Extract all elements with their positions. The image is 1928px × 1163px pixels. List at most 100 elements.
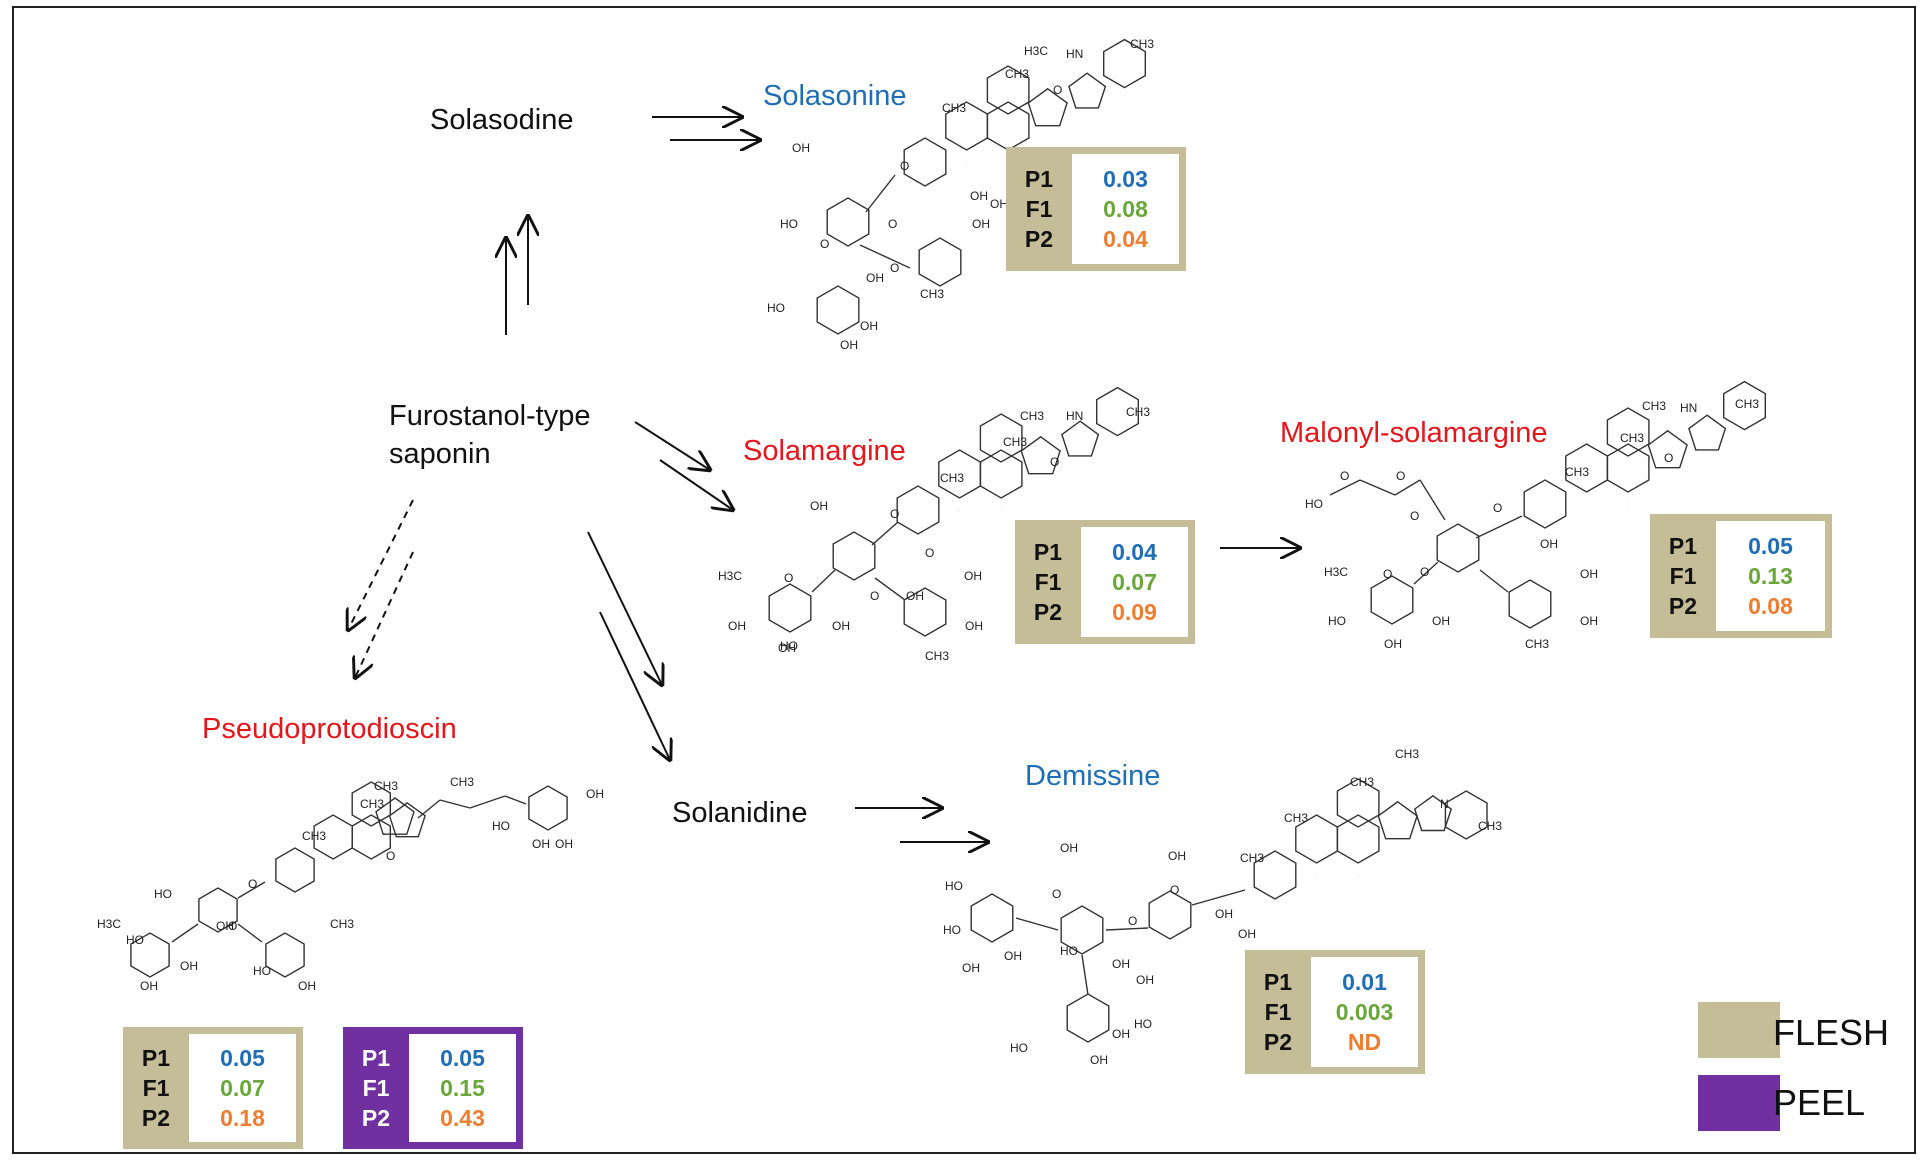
row-key-f1: F1 (1025, 196, 1053, 222)
compound-solasonine-title: Solasonine (763, 80, 907, 112)
structure-atom-label: O (228, 919, 237, 933)
row-key-p1: P1 (1033, 539, 1063, 565)
structure-atom-label: O (890, 507, 899, 521)
value-p2: 0.04 (1103, 226, 1148, 252)
arrow-furostanol-solamargine-2 (659, 459, 733, 510)
structure-atom-label: OH (1580, 614, 1598, 628)
structure-atom-label: O (925, 546, 934, 560)
structure-bond (439, 799, 471, 809)
structure-atom-label: OH (1060, 841, 1078, 855)
structure-atom-label: OH (586, 787, 604, 801)
structure-ring (1377, 800, 1418, 840)
value-p1: 0.05 (220, 1045, 265, 1071)
structure-atom-label: CH3 (1005, 67, 1029, 81)
structure-ring (1253, 850, 1297, 900)
structure-atom-label: CH3 (1130, 37, 1154, 51)
value-p2: ND (1347, 1029, 1382, 1055)
node-solasodine: Solasodine (430, 104, 574, 136)
structure-atom-label: CH3 (1620, 431, 1644, 445)
structure-atom-label: O (1128, 914, 1137, 928)
structure-ring (1413, 794, 1453, 832)
structure-atom-label: CH3 (940, 471, 964, 485)
structure-atom-label: OH (180, 959, 198, 973)
structure-bond (1479, 569, 1509, 593)
structure-atom-label: CH3 (1525, 637, 1549, 651)
structure-ring (351, 781, 391, 827)
structure-bond (1015, 917, 1059, 931)
structure-atom-label: O (1340, 469, 1349, 483)
structure-atom-label: OH (1136, 973, 1154, 987)
legend-flesh-swatch (1698, 1002, 1780, 1058)
structure-ring (1068, 72, 1107, 109)
legend-flesh-label: FLESH (1773, 1012, 1890, 1053)
structure-bond (1081, 954, 1089, 996)
structure-atom-label: CH3 (1350, 775, 1374, 789)
structure-atom-label: HN (1066, 47, 1083, 61)
structure-atom-label: O (1396, 469, 1405, 483)
structure-atom-label: H3C (1024, 44, 1048, 58)
compound-solamargine-title: Solamargine (743, 435, 906, 467)
dashed-arrow-furostanol-pseudo-2 (355, 551, 414, 678)
arrow-furostanol-solamargine-1 (634, 421, 710, 470)
structure-bond (1359, 479, 1396, 496)
structure-atom-label: CH3 (1020, 409, 1044, 423)
structure-ring (1148, 890, 1192, 940)
structure-bond (1191, 889, 1246, 906)
structure-atom-label: O (1420, 565, 1429, 579)
structure-atom-label: HO (1134, 1017, 1152, 1031)
structure-atom-label: OH (792, 141, 810, 155)
structure-atom-label: OH (298, 979, 316, 993)
structure-atom-label: CH3 (1565, 465, 1589, 479)
value-f1: 0.13 (1748, 563, 1793, 589)
structure-ring (816, 285, 860, 335)
row-key-f1: F1 (142, 1075, 170, 1101)
structure-atom-label: OH (860, 319, 878, 333)
row-key-p2: P2 (1668, 593, 1698, 619)
structure-ring (388, 802, 426, 838)
structure-atom-label: OH (1112, 1027, 1130, 1041)
structure-atom-label: CH3 (920, 287, 944, 301)
value-p1: 0.01 (1342, 969, 1387, 995)
row-key-p2: P2 (361, 1105, 391, 1131)
structure-ring (1336, 778, 1380, 828)
structure-atom-label: CH3 (450, 775, 474, 789)
structure-bond (874, 577, 906, 601)
structure-ring (351, 814, 391, 860)
row-key-p1: P1 (1024, 166, 1054, 192)
structure-atom-label: H3C (97, 917, 121, 931)
structure-bond (1105, 927, 1149, 931)
structure-bond (811, 569, 836, 593)
structure-atom-label: OH (1004, 949, 1022, 963)
row-key-p1: P1 (1668, 533, 1698, 559)
structure-atom-label: CH3 (1395, 747, 1419, 761)
structure-ring (979, 413, 1023, 463)
structure-ring (1336, 814, 1380, 864)
arrow-furostanol-solanidine-1 (587, 531, 662, 685)
structure-atom-label: OH (1432, 614, 1450, 628)
structure-atom-label: OH (962, 961, 980, 975)
structure-atom-label: OH (140, 979, 158, 993)
structure-ring (1095, 386, 1140, 437)
structure-ring (918, 237, 962, 287)
value-box-demissine: P1 F1 P2 0.01 0.003 ND (1245, 950, 1425, 1074)
structure-bond (871, 521, 899, 546)
structure-ring (528, 785, 568, 831)
structure-atom-label: HO (126, 933, 144, 947)
structure-atom-label: HO (492, 819, 510, 833)
structure-ring (130, 932, 170, 978)
compound-malonyl-title: Malonyl-solamargine (1280, 417, 1548, 449)
structure-bond (1419, 479, 1446, 521)
node-furostanol-line1: Furostanol-type (389, 400, 591, 432)
value-p2: 0.43 (440, 1105, 485, 1131)
compound-pseudo-title: Pseudoprotodioscin (202, 713, 457, 745)
row-key-f1: F1 (1264, 999, 1292, 1025)
structure-atom-label: HO (943, 923, 961, 937)
structure-ring (1061, 420, 1100, 457)
row-key-p2: P2 (1033, 599, 1063, 625)
structure-atom-label: O (870, 589, 879, 603)
figure-frame (12, 6, 1916, 1154)
structure-atom-label: OH (972, 217, 990, 231)
structure-bond (504, 795, 527, 805)
structure-atom-label: OH (778, 641, 796, 655)
